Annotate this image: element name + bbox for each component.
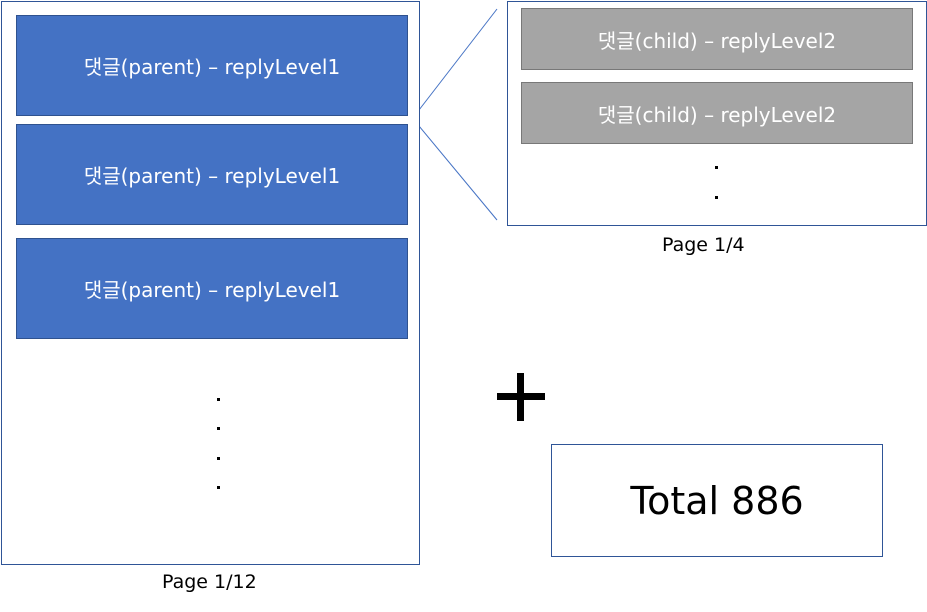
- child-reply-item: 댓글(child) – replyLevel2: [521, 82, 913, 144]
- parent-reply-item: 댓글(parent) – replyLevel1: [16, 15, 408, 116]
- ellipsis-dot: [217, 486, 220, 489]
- ellipsis-dot: [715, 166, 718, 169]
- child-reply-label: 댓글(child) – replyLevel2: [597, 28, 837, 53]
- ellipsis-dot: [217, 427, 220, 430]
- parent-page-caption: Page 1/12: [162, 571, 257, 593]
- parent-reply-label: 댓글(parent) – replyLevel1: [83, 164, 341, 188]
- total-box: Total 886: [551, 444, 883, 557]
- ellipsis-dot: [217, 398, 220, 401]
- connector-line-top: [418, 8, 498, 111]
- connector-line-bottom: [418, 125, 498, 221]
- ellipsis-dot: [715, 196, 718, 199]
- parent-reply-label: 댓글(parent) – replyLevel1: [83, 278, 341, 302]
- plus-icon: [497, 373, 545, 421]
- child-page-caption: Page 1/4: [662, 234, 745, 256]
- parent-reply-item: 댓글(parent) – replyLevel1: [16, 238, 408, 339]
- child-reply-item: 댓글(child) – replyLevel2: [521, 8, 913, 70]
- child-reply-label: 댓글(child) – replyLevel2: [597, 102, 837, 127]
- total-label: Total 886: [630, 478, 804, 523]
- parent-reply-label: 댓글(parent) – replyLevel1: [83, 55, 341, 79]
- ellipsis-dot: [217, 457, 220, 460]
- parent-reply-item: 댓글(parent) – replyLevel1: [16, 124, 408, 225]
